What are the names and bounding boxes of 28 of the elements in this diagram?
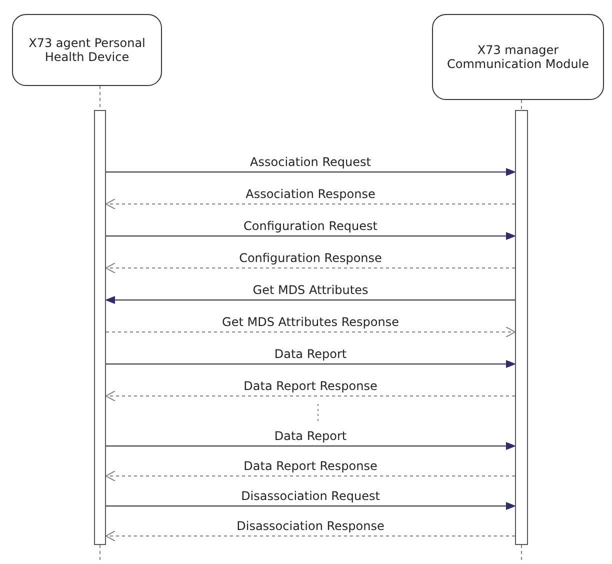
message-arrow [106,168,516,176]
message-arrow [106,442,516,450]
edge-label: Get MDS Attributes [250,283,370,297]
message-arrow [106,390,516,402]
message-arrow [106,262,516,274]
message-arrow [106,530,516,542]
activation-bar [94,110,106,545]
message-arrow [106,232,516,240]
edge-label: Association Response [244,187,378,201]
message-arrow [106,470,516,482]
message-arrow [106,326,516,338]
edge-label: Disassociation Response [234,519,386,533]
edge-label: Configuration Response [237,251,384,265]
edge-label: Get MDS Attributes Response [220,315,401,329]
edge-label: Association Request [248,155,373,169]
edge-label: Disassociation Request [239,489,382,503]
lifeline-head-box: X73 agent Personal Health Device [12,14,162,86]
message-arrow [106,198,516,210]
lifeline-head-box: X73 manager Communication Module [432,14,604,100]
message-arrow [105,296,516,304]
edge-label: Data Report Response [242,459,380,473]
lifeline [521,544,522,562]
edge-label: Data Report Response [242,379,380,393]
edge-label: Configuration Request [242,219,380,233]
lifeline [521,100,522,110]
message-arrow [106,360,516,368]
activation-bar [515,110,528,545]
message-arrow [106,502,516,510]
